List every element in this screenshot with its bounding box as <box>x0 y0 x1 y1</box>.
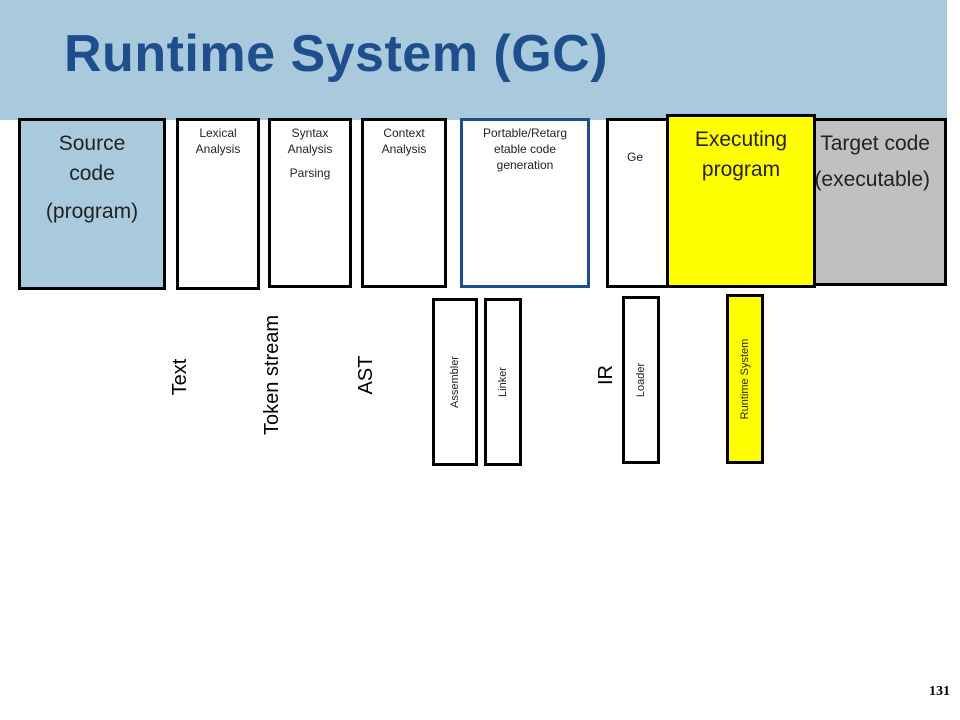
source-line1: Source <box>58 132 126 155</box>
runtime-system-box: Runtime System <box>726 294 764 464</box>
portable-line1: Portable/Retarg <box>482 126 568 140</box>
runtime-system-label: Runtime System <box>739 338 751 420</box>
assembler-label: Assembler <box>449 356 461 408</box>
lexical-analysis-box: Lexical Analysis <box>176 118 260 290</box>
syntax-analysis-box: Syntax Analysis Parsing <box>268 118 352 288</box>
executing-line1: Executing <box>694 128 788 151</box>
label-token-stream: Token stream <box>261 314 283 436</box>
context-analysis-box: Context Analysis <box>361 118 447 288</box>
syntax-line3: Parsing <box>289 166 331 180</box>
target-line2: (executable) <box>814 168 930 191</box>
context-line2: Analysis <box>381 142 427 156</box>
label-ast: AST <box>355 355 377 395</box>
source-code-box: Source code (program) <box>18 118 166 290</box>
slide-title: Runtime System (GC) <box>64 25 609 83</box>
source-line3: (program) <box>45 200 139 223</box>
codegen-box: Ge <box>606 118 676 288</box>
lexical-line2: Analysis <box>195 142 241 156</box>
portable-line2: etable code <box>493 142 557 156</box>
syntax-line2: Analysis <box>287 142 333 156</box>
codegen-line1: Ge <box>627 150 644 164</box>
title-band <box>0 0 947 120</box>
linker-label: Linker <box>497 367 509 397</box>
target-line1: Target code <box>820 132 930 155</box>
portable-codegen-box: Portable/Retarg etable code generation <box>460 118 590 288</box>
executing-line2: program <box>701 158 781 181</box>
label-ir: IR <box>595 365 617 385</box>
portable-line3: generation <box>496 158 554 172</box>
target-code-box: Target code (executable) <box>790 118 947 286</box>
lexical-line1: Lexical <box>199 126 237 140</box>
linker-box: Linker <box>484 298 522 466</box>
executing-program-box: Executing program <box>666 114 816 288</box>
label-text: Text <box>169 358 191 396</box>
context-line1: Context <box>383 126 425 140</box>
loader-box: Loader <box>622 296 660 464</box>
syntax-line1: Syntax <box>291 126 329 140</box>
source-line2: code <box>69 162 115 185</box>
assembler-box: Assembler <box>432 298 478 466</box>
loader-label: Loader <box>635 362 647 398</box>
slide-number: 131 <box>929 684 950 699</box>
